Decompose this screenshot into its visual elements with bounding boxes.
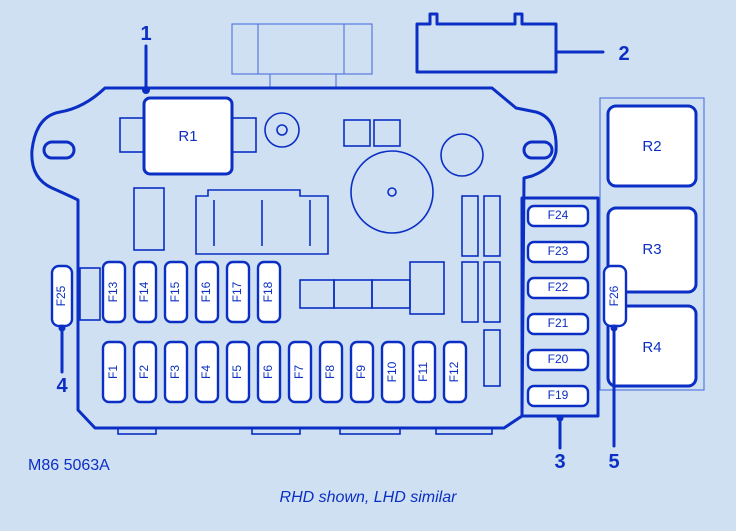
- relay-r3-label: R3: [642, 241, 661, 258]
- fuse-f11: F11: [411, 340, 437, 404]
- fuse-f3: F3: [163, 340, 189, 404]
- callout-5: 5: [608, 451, 619, 473]
- fuse-f8: F8: [318, 340, 344, 404]
- interior-components: [79, 112, 501, 387]
- mounting-hole-left: [42, 140, 76, 160]
- fuse-f15-label: F15: [168, 281, 182, 302]
- fuse-f4-label: F4: [199, 365, 213, 379]
- callout-2: 2: [618, 43, 629, 65]
- side-fuse-housing: [520, 196, 600, 418]
- callout-4: 4: [56, 375, 68, 397]
- fuse-f15: F15: [163, 260, 189, 324]
- fuse-f12-label: F12: [447, 361, 461, 382]
- fuse-f14-label: F14: [137, 281, 151, 302]
- fuse-f2: F2: [132, 340, 158, 404]
- fuse-f6: F6: [256, 340, 282, 404]
- relay-block: R2 R3 R4: [599, 97, 705, 391]
- fuse-f1: F1: [101, 340, 127, 404]
- fuse-f22-label: F22: [548, 280, 569, 294]
- fuse-f9-label: F9: [354, 365, 368, 379]
- part-number: M86 5063A: [28, 457, 110, 474]
- fuse-f21: F21: [526, 312, 590, 336]
- bottom-tabs: [117, 427, 493, 435]
- fuse-f16: F16: [194, 260, 220, 324]
- callout-1: 1: [140, 23, 151, 45]
- fuse-f20: F20: [526, 348, 590, 372]
- fuse-row-top: F13 F14 F15 F16 F17 F18: [101, 260, 282, 324]
- fuse-f10: F10: [380, 340, 406, 404]
- leader-lines: [58, 44, 618, 450]
- fuse-f7: F7: [287, 340, 313, 404]
- fuse-f11-label: F11: [416, 362, 430, 382]
- fuse-f26: F26: [602, 264, 628, 328]
- relay-r2-label: R2: [642, 138, 661, 155]
- relay-r4-label: R4: [642, 339, 661, 356]
- fuse-f22: F22: [526, 276, 590, 300]
- fuse-box-outline: [30, 86, 558, 430]
- fuse-f26-label: F26: [607, 285, 621, 306]
- mounting-hole-right: [522, 140, 554, 160]
- fuse-f23: F23: [526, 240, 590, 264]
- fuse-f13: F13: [101, 260, 127, 324]
- fuse-f25-label: F25: [54, 285, 68, 306]
- fuse-f19-label: F19: [548, 388, 569, 402]
- fuse-f20-label: F20: [548, 352, 569, 366]
- fuse-f10-label: F10: [385, 361, 399, 382]
- callout-3: 3: [554, 451, 565, 473]
- fuse-f17: F17: [225, 260, 251, 324]
- fuse-f5: F5: [225, 340, 251, 404]
- fuse-f17-label: F17: [230, 281, 244, 302]
- fuse-f21-label: F21: [548, 316, 569, 330]
- fuse-f24: F24: [526, 204, 590, 228]
- fuse-f7-label: F7: [292, 365, 306, 379]
- fuse-f5-label: F5: [230, 365, 244, 379]
- fuse-f14: F14: [132, 260, 158, 324]
- fuse-f12: F12: [442, 340, 468, 404]
- fuse-f23-label: F23: [548, 244, 569, 258]
- fuse-f24-label: F24: [548, 208, 569, 222]
- cover-item-2: [415, 12, 605, 74]
- relay-r3: [606, 206, 698, 294]
- fuse-f8-label: F8: [323, 365, 337, 379]
- relay-r1: R1: [142, 96, 234, 176]
- caption: RHD shown, LHD similar: [280, 489, 458, 506]
- fuse-f16-label: F16: [199, 281, 213, 302]
- fuse-f4: F4: [194, 340, 220, 404]
- fuse-f18: F18: [256, 260, 282, 324]
- svg-text:R1: R1: [178, 128, 197, 145]
- fuse-f19: F19: [526, 384, 590, 408]
- fuse-row-bottom: F1 F2 F3 F4 F5 F6 F7 F8 F9 F10 F11 F12: [101, 340, 468, 404]
- fuse-f3-label: F3: [168, 365, 182, 379]
- top-connector: [231, 23, 373, 88]
- relay-r2: [606, 104, 698, 188]
- fuse-f1-label: F1: [106, 365, 120, 379]
- fuse-f25: F25: [50, 264, 74, 328]
- fuse-f2-label: F2: [137, 365, 151, 379]
- fuse-f13-label: F13: [106, 281, 120, 302]
- fuse-f18-label: F18: [261, 281, 275, 302]
- relay-r4: [606, 304, 698, 388]
- fuse-f9: F9: [349, 340, 375, 404]
- fuse-f6-label: F6: [261, 365, 275, 379]
